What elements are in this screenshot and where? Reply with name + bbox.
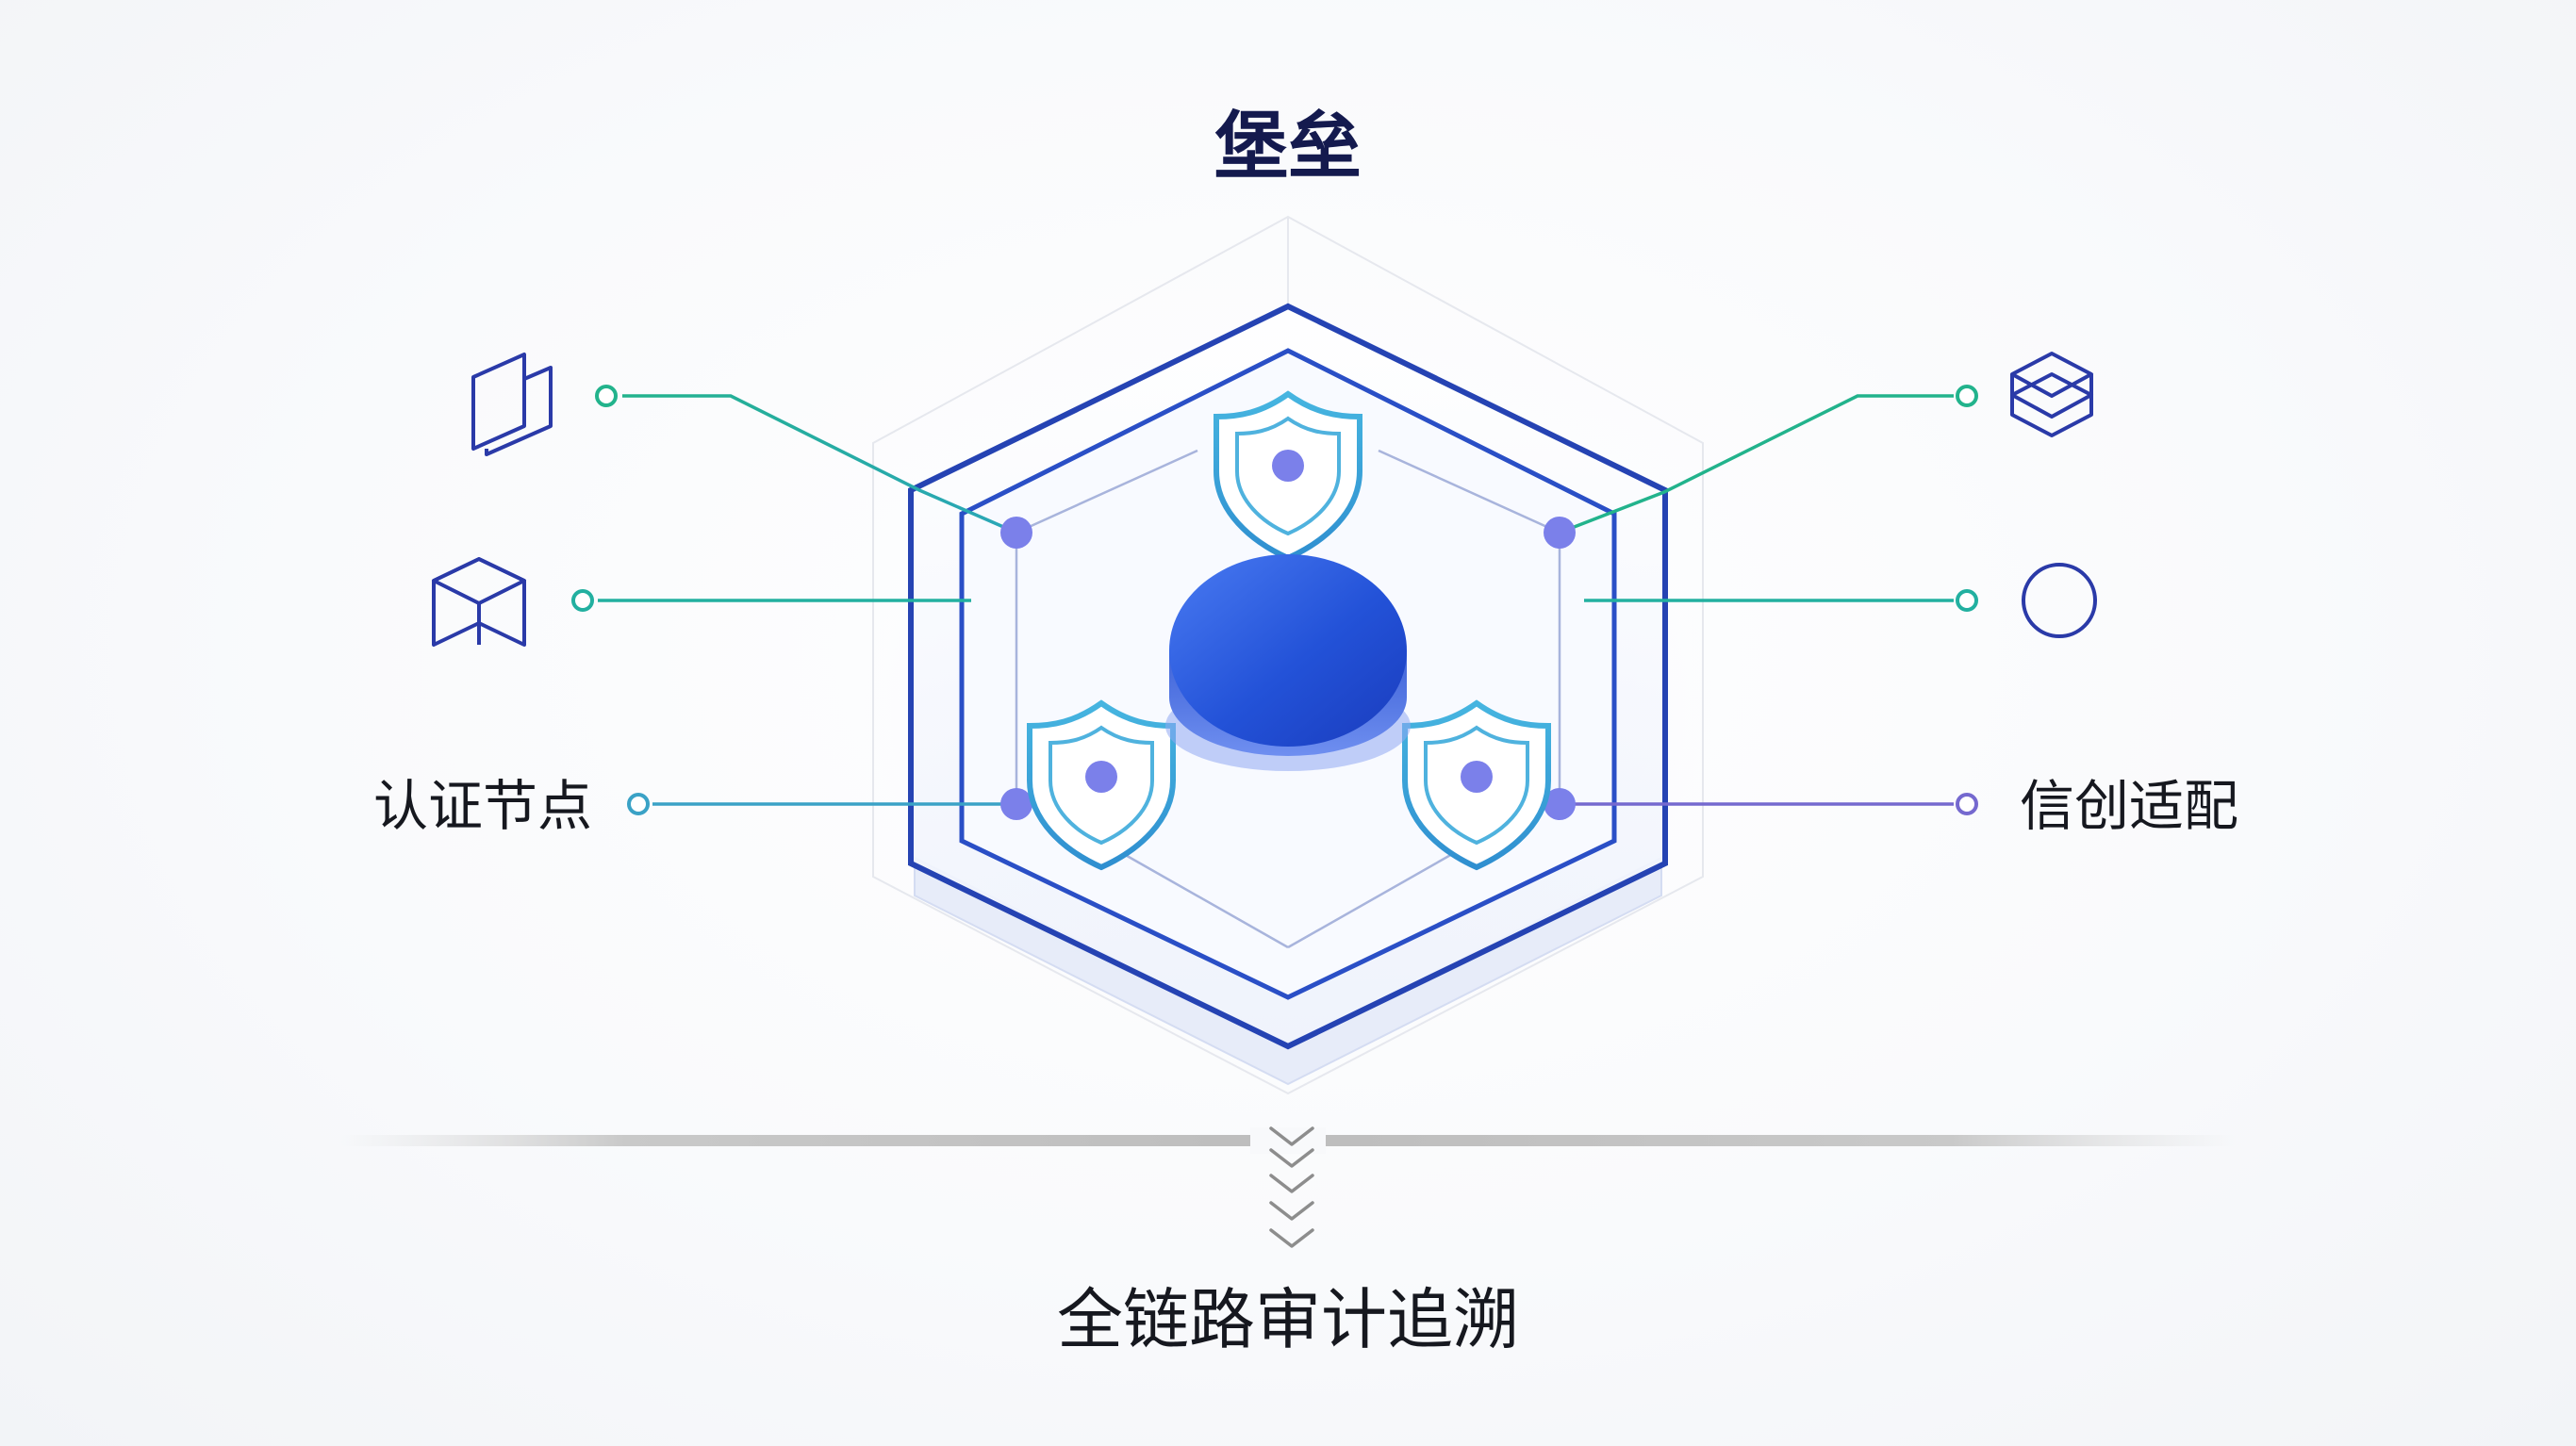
chevron-down-icon bbox=[1269, 1126, 1314, 1248]
endpoint-left-middle bbox=[571, 589, 594, 612]
shield-icon bbox=[1402, 699, 1551, 871]
diagram-title: 堡垒 bbox=[1214, 105, 1362, 189]
endpoint-left-bottom bbox=[627, 793, 650, 815]
left-connectors bbox=[598, 394, 1017, 806]
node-top-right bbox=[1544, 517, 1576, 549]
node-bottom-right bbox=[1544, 788, 1576, 820]
connector-right-top bbox=[1559, 394, 1954, 534]
right-label-xinchuang: 信创适配 bbox=[2020, 774, 2238, 838]
background-hexagon-guide bbox=[872, 215, 1704, 1095]
stacked-squares-icon bbox=[471, 353, 553, 456]
endpoint-right-top bbox=[1956, 385, 1978, 407]
cube-icon bbox=[432, 557, 526, 647]
node-bottom-left bbox=[1000, 788, 1032, 820]
blue-disc-core bbox=[1165, 554, 1411, 771]
footer-label: 全链路审计追溯 bbox=[1057, 1281, 1519, 1358]
endpoint-left-top bbox=[595, 385, 618, 407]
endpoint-right-middle bbox=[1956, 589, 1978, 612]
endpoint-right-bottom bbox=[1956, 793, 1978, 815]
hexagon-nodes bbox=[1000, 517, 1576, 820]
right-connectors bbox=[1559, 394, 1954, 806]
node-top-left bbox=[1000, 517, 1032, 549]
layered-box-icon bbox=[2010, 352, 2093, 437]
shield-icon bbox=[1027, 699, 1176, 871]
connector-left-top bbox=[622, 394, 1017, 534]
connector-endpoints bbox=[571, 385, 1978, 815]
left-label-auth-node: 认证节点 bbox=[373, 774, 592, 838]
inner-network-lines bbox=[1015, 449, 1561, 949]
circle-icon bbox=[2022, 563, 2097, 638]
